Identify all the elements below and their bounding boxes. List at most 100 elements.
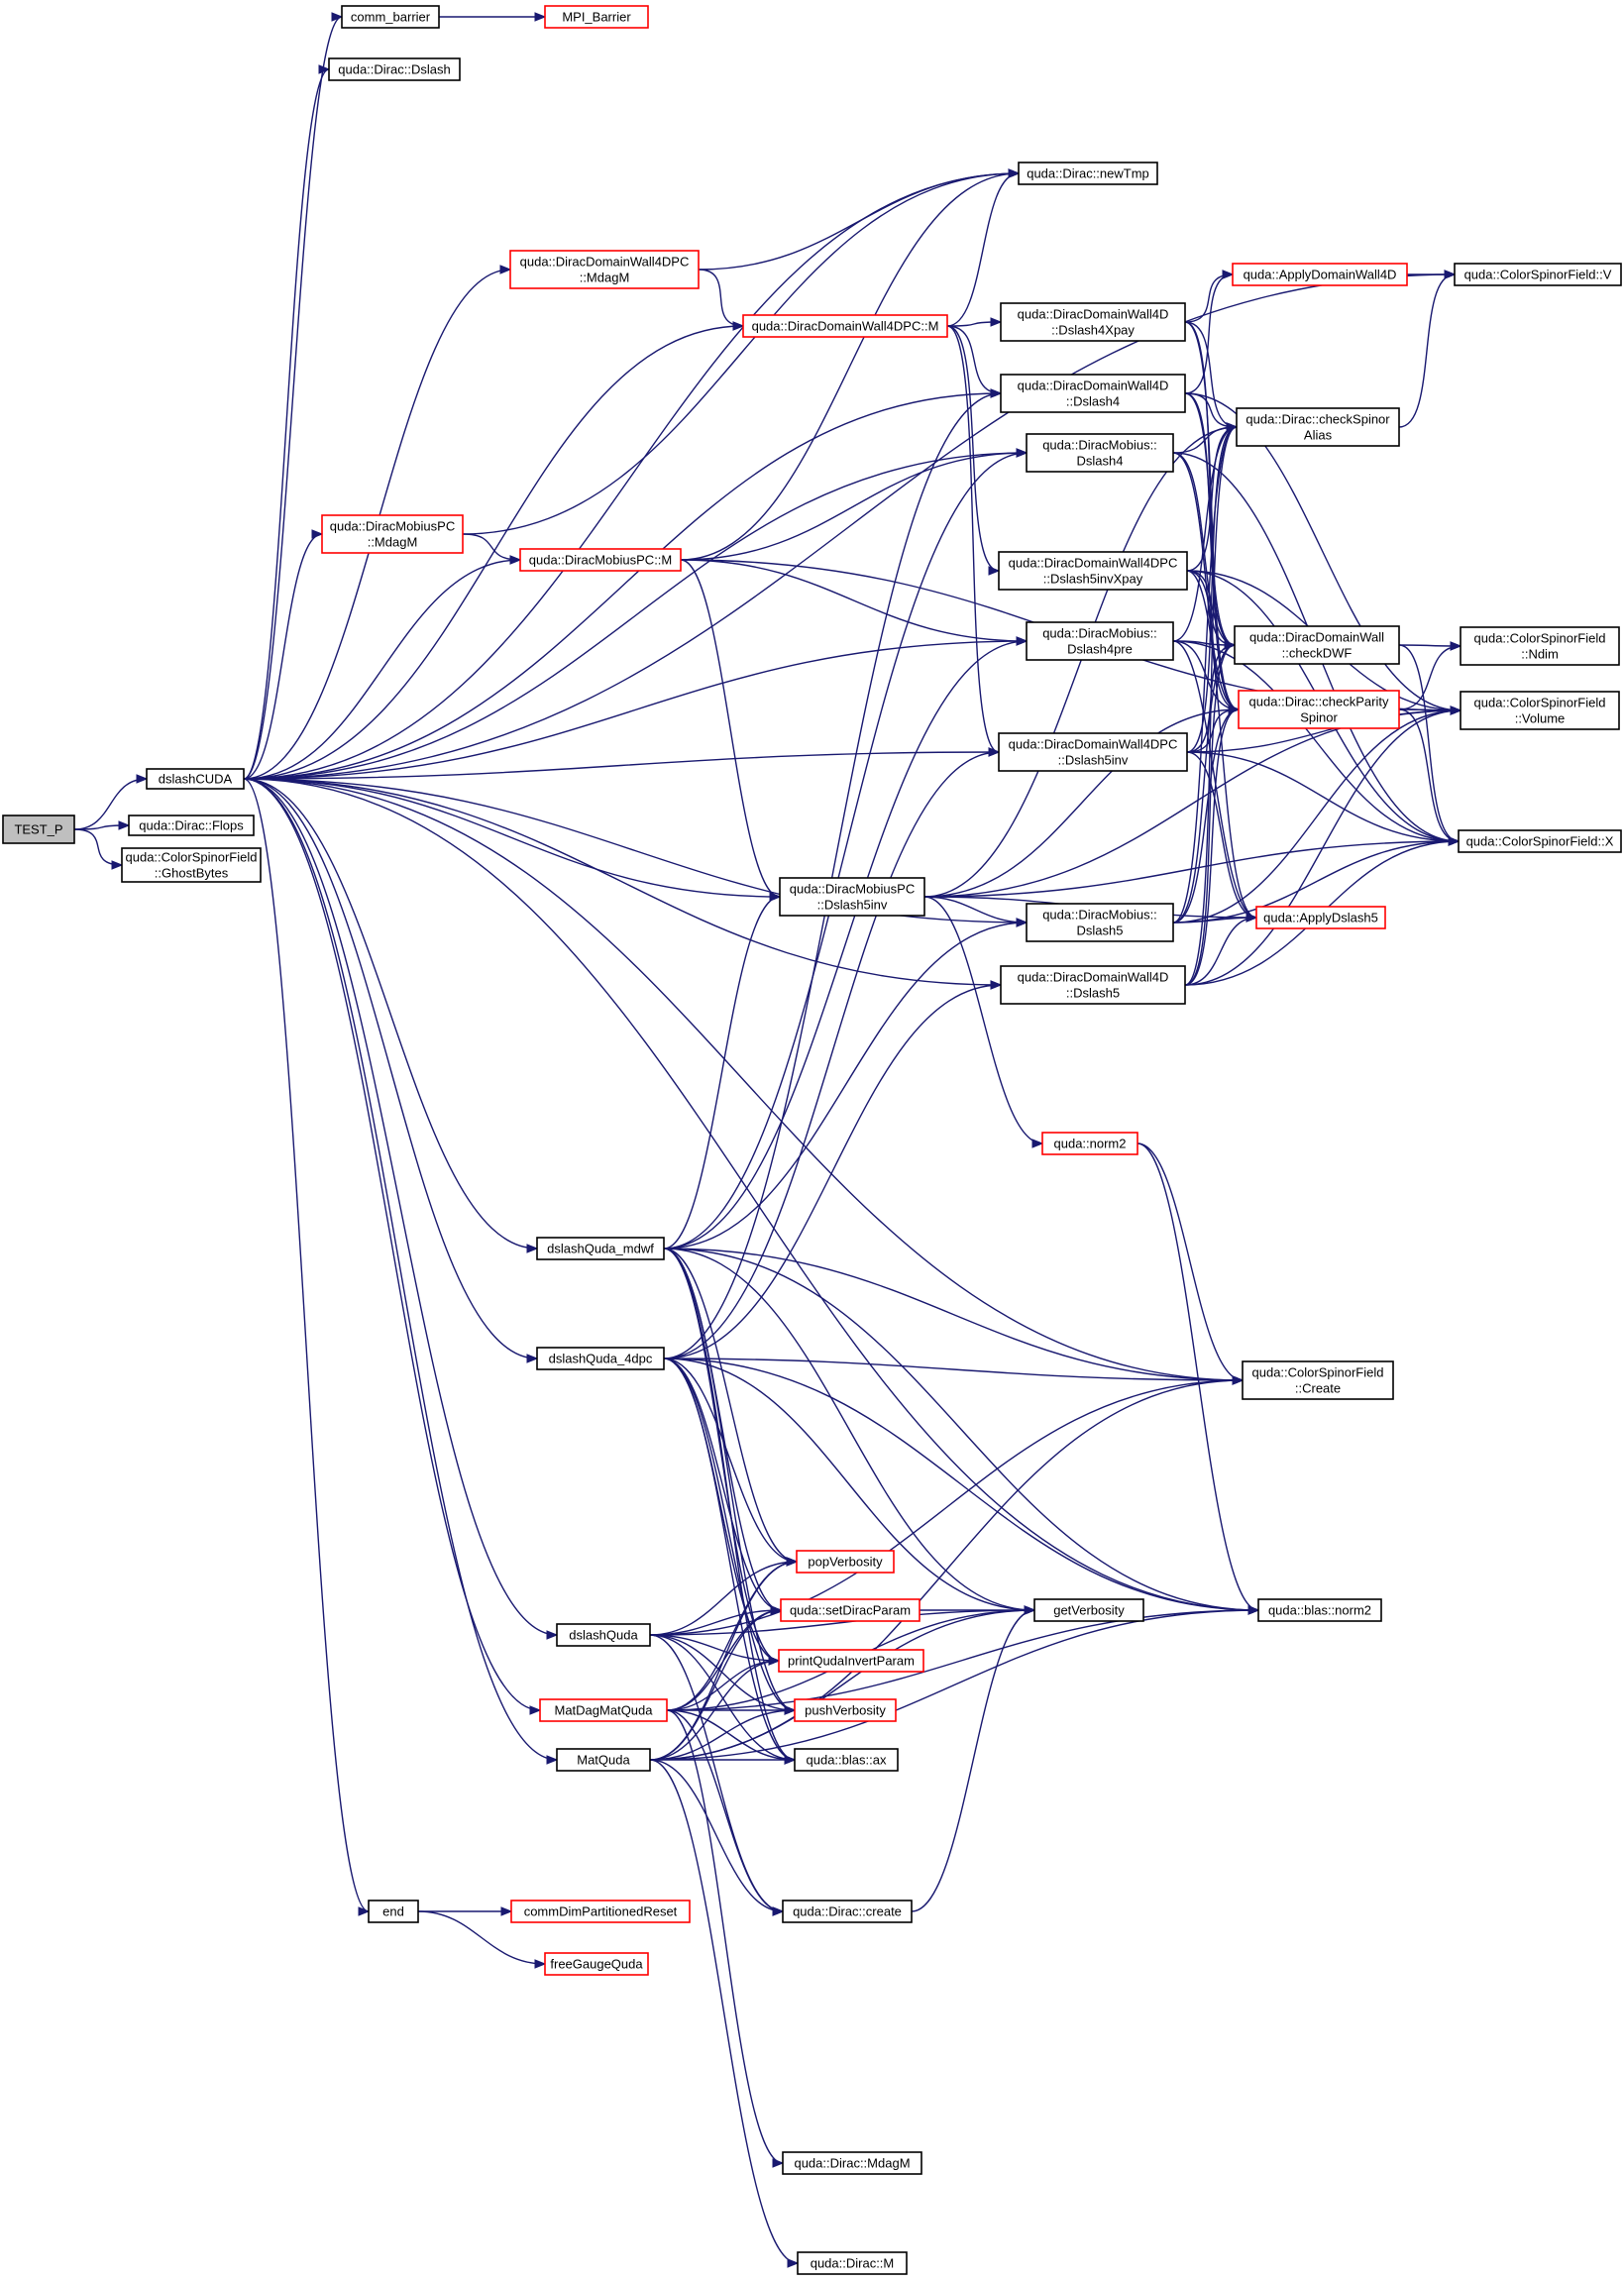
node-label: quda::Dirac::M xyxy=(811,2256,895,2271)
edge-arrowhead xyxy=(499,265,512,274)
edge-line xyxy=(73,778,148,830)
node-box xyxy=(1454,263,1622,286)
node-applydw4d[interactable]: quda::ApplyDomainWall4D xyxy=(1232,263,1408,286)
node-mobiuspc_mdagm[interactable]: quda::DiracMobiusPC::MdagM xyxy=(321,514,464,554)
node-label: MatQuda xyxy=(577,1753,630,1768)
node-mobius_dslash4pre[interactable]: quda::DiracMobius::Dslash4pre xyxy=(1026,621,1174,661)
node-csf_ndim[interactable]: quda::ColorSpinorField::Ndim xyxy=(1460,626,1620,666)
node-dw_checkdwf[interactable]: quda::DiracDomainWall::checkDWF xyxy=(1234,625,1400,665)
edge-matdagmatquda-to-blas_norm2 xyxy=(666,1605,1260,1711)
node-pushverbosity[interactable]: pushVerbosity xyxy=(794,1698,897,1722)
node-csf_volume[interactable]: quda::ColorSpinorField::Volume xyxy=(1460,691,1620,730)
edge-dslashquda_mdwf-to-popverbosity xyxy=(663,1248,799,1567)
edge-arrowhead xyxy=(772,2158,785,2168)
node-label: quda::DiracMobiusPC::M xyxy=(529,553,673,568)
node-dw4dpc_mdagm[interactable]: quda::DiracDomainWall4DPC::MdagM xyxy=(509,250,700,289)
node-label: ::Create xyxy=(1295,1381,1341,1396)
edge-arrowhead xyxy=(1031,1139,1044,1148)
node-dirac_mdagm[interactable]: quda::Dirac::MdagM xyxy=(782,2151,922,2175)
node-mobiuspc_dslash5inv[interactable]: quda::DiracMobiusPC::Dslash5inv xyxy=(779,877,925,917)
node-box xyxy=(1000,374,1186,413)
node-dirac_m[interactable]: quda::Dirac::M xyxy=(797,2251,908,2275)
node-printquadainvertparam[interactable]: printQudaInvertParam xyxy=(778,1649,924,1673)
node-blas_ax[interactable]: quda::blas::ax xyxy=(794,1748,899,1772)
edge-line xyxy=(663,1358,1035,1611)
node-end[interactable]: end xyxy=(368,1900,419,1923)
node-csf_v[interactable]: quda::ColorSpinorField::V xyxy=(1454,263,1622,286)
node-freegaugequda[interactable]: freeGaugeQuda xyxy=(544,1952,649,1976)
node-matdagmatquda[interactable]: MatDagMatQuda xyxy=(539,1698,668,1722)
node-mobius_dslash5[interactable]: quda::DiracMobius::Dslash5 xyxy=(1026,903,1174,942)
node-dw4dpc_dslash5invxpay[interactable]: quda::DiracDomainWall4DPC::Dslash5invXpa… xyxy=(998,551,1188,591)
edge-dw4d_dslash4xpay-to-applydw4d xyxy=(1184,270,1235,323)
node-label: quda::DiracDomainWall4D xyxy=(1018,307,1169,322)
node-dslashquda_4dpc[interactable]: dslashQuda_4dpc xyxy=(536,1347,665,1370)
edge-dslashquda_mdwf-to-blas_ax xyxy=(663,1248,797,1765)
edge-test_p-to-csf_ghostbytes xyxy=(73,828,124,870)
node-dslashquda_mdwf[interactable]: dslashQuda_mdwf xyxy=(536,1237,665,1260)
edge-line xyxy=(663,1358,1259,1611)
node-dw4dpc_dslash5inv[interactable]: quda::DiracDomainWall4DPC::Dslash5inv xyxy=(998,732,1188,772)
node-label: quda::Dirac::checkParity xyxy=(1249,695,1389,709)
edge-line xyxy=(243,778,541,1711)
node-comm_barrier[interactable]: comm_barrier xyxy=(341,5,440,29)
node-dirac_create[interactable]: quda::Dirac::create xyxy=(782,1900,913,1923)
edge-line xyxy=(946,172,1020,327)
edge-arrowhead xyxy=(1232,1375,1245,1385)
node-label: dslashCUDA xyxy=(159,772,233,787)
edge-line xyxy=(73,828,123,866)
node-dw4d_dslash4xpay[interactable]: quda::DiracDomainWall4D::Dslash4Xpay xyxy=(1000,302,1186,342)
edge-dslashcuda-to-comm_barrier xyxy=(243,12,344,780)
node-csf_ghostbytes[interactable]: quda::ColorSpinorField::GhostBytes xyxy=(121,847,262,883)
edge-line xyxy=(663,392,1002,1359)
node-label: quda::Dirac::newTmp xyxy=(1027,166,1149,181)
node-matquda[interactable]: MatQuda xyxy=(556,1748,651,1772)
node-box xyxy=(536,1237,665,1260)
node-dirac_newtmp[interactable]: quda::Dirac::newTmp xyxy=(1018,162,1158,185)
node-mobius_dslash4[interactable]: quda::DiracMobius::Dslash4 xyxy=(1026,433,1174,473)
node-label: quda::DiracDomainWall4D xyxy=(1018,379,1169,393)
node-label: ::Dslash4Xpay xyxy=(1051,323,1135,338)
edge-line xyxy=(1172,709,1462,924)
node-commdimpartitionedreset[interactable]: commDimPartitionedReset xyxy=(510,1900,691,1923)
node-dslashcuda[interactable]: dslashCUDA xyxy=(146,768,245,790)
edge-arrowhead xyxy=(1222,270,1235,279)
edge-line xyxy=(923,896,1028,924)
node-dirac_flops[interactable]: quda::Dirac::Flops xyxy=(128,815,255,836)
node-dw4d_dslash4[interactable]: quda::DiracDomainWall4D::Dslash4 xyxy=(1000,374,1186,413)
edge-line xyxy=(1186,751,1460,842)
edge-line xyxy=(649,1660,780,1761)
edge-line xyxy=(663,751,1000,1359)
node-csf_x[interactable]: quda::ColorSpinorField::X xyxy=(1458,829,1622,853)
edge-line xyxy=(649,1634,796,1711)
node-box xyxy=(2,815,75,844)
node-box xyxy=(1236,407,1400,447)
node-mobiuspc_m[interactable]: quda::DiracMobiusPC::M xyxy=(519,548,682,572)
edge-line xyxy=(649,1561,798,1636)
node-setdiracparam[interactable]: quda::setDiracParam xyxy=(780,1598,920,1622)
node-label: getVerbosity xyxy=(1053,1603,1125,1618)
edge-dslashcuda-to-dw4d_dslash4 xyxy=(243,388,1003,780)
edge-arrowhead xyxy=(1016,918,1029,927)
node-dslashquda[interactable]: dslashQuda xyxy=(556,1623,651,1647)
edge-arrowhead xyxy=(786,1557,799,1567)
edge-dslashquda_4dpc-to-dw4d_dslash5 xyxy=(663,980,1003,1359)
node-dw4dpc_m[interactable]: quda::DiracDomainWall4DPC::M xyxy=(742,314,948,338)
node-quda_norm2[interactable]: quda::norm2 xyxy=(1041,1132,1138,1155)
node-popverbosity[interactable]: popVerbosity xyxy=(796,1550,895,1574)
edge-line xyxy=(649,1609,1259,1761)
node-dirac_dslash[interactable]: quda::Dirac::Dslash xyxy=(328,57,461,81)
edge-line xyxy=(1398,645,1462,710)
node-getverbosity[interactable]: getVerbosity xyxy=(1033,1598,1144,1622)
node-csf_create[interactable]: quda::ColorSpinorField::Create xyxy=(1242,1360,1394,1400)
node-dw4d_dslash5[interactable]: quda::DiracDomainWall4D::Dslash5 xyxy=(1000,965,1186,1005)
edge-line xyxy=(649,1759,784,1912)
node-blas_norm2[interactable]: quda::blas::norm2 xyxy=(1257,1598,1382,1622)
node-label: quda::Dirac::checkSpinor xyxy=(1245,412,1390,427)
edge-line xyxy=(1184,321,1240,710)
node-applydslash5[interactable]: quda::ApplyDslash5 xyxy=(1255,906,1386,929)
node-mpi_barrier[interactable]: MPI_Barrier xyxy=(544,5,649,29)
